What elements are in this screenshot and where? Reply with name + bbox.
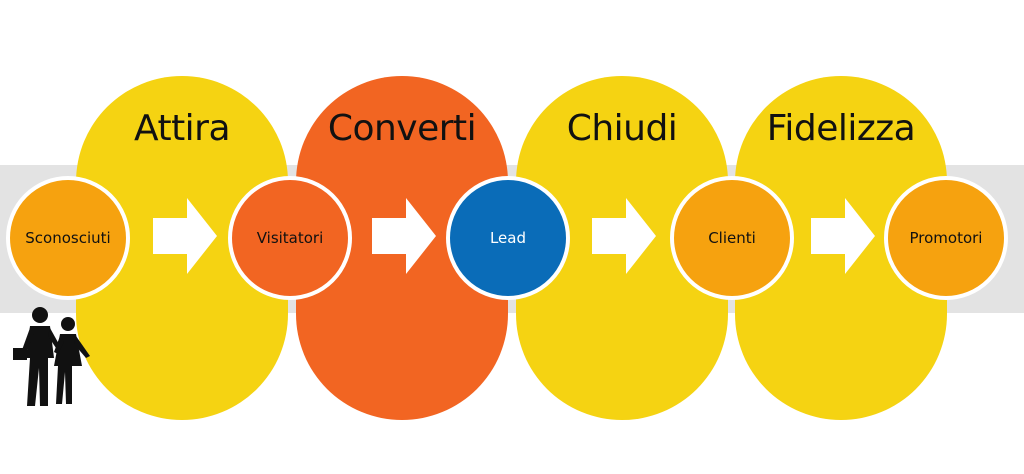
node-lead: Lead (446, 176, 570, 300)
stage-title-converti: Converti (327, 108, 477, 149)
stage-title-attira: Attira (133, 108, 231, 149)
stage-title-fidelizza: Fidelizza (766, 108, 916, 149)
arrow-right-icon (372, 198, 436, 274)
stage-title-chiudi: Chiudi (566, 108, 678, 149)
arrow-right-icon (811, 198, 875, 274)
node-clienti: Clienti (670, 176, 794, 300)
people-walking-icon (13, 307, 90, 406)
node-visitatori: Visitatori (228, 176, 352, 300)
node-promotori: Promotori (884, 176, 1008, 300)
arrow-right-icon (153, 198, 217, 274)
node-sconosciuti: Sconosciuti (6, 176, 130, 300)
arrow-right-icon (592, 198, 656, 274)
